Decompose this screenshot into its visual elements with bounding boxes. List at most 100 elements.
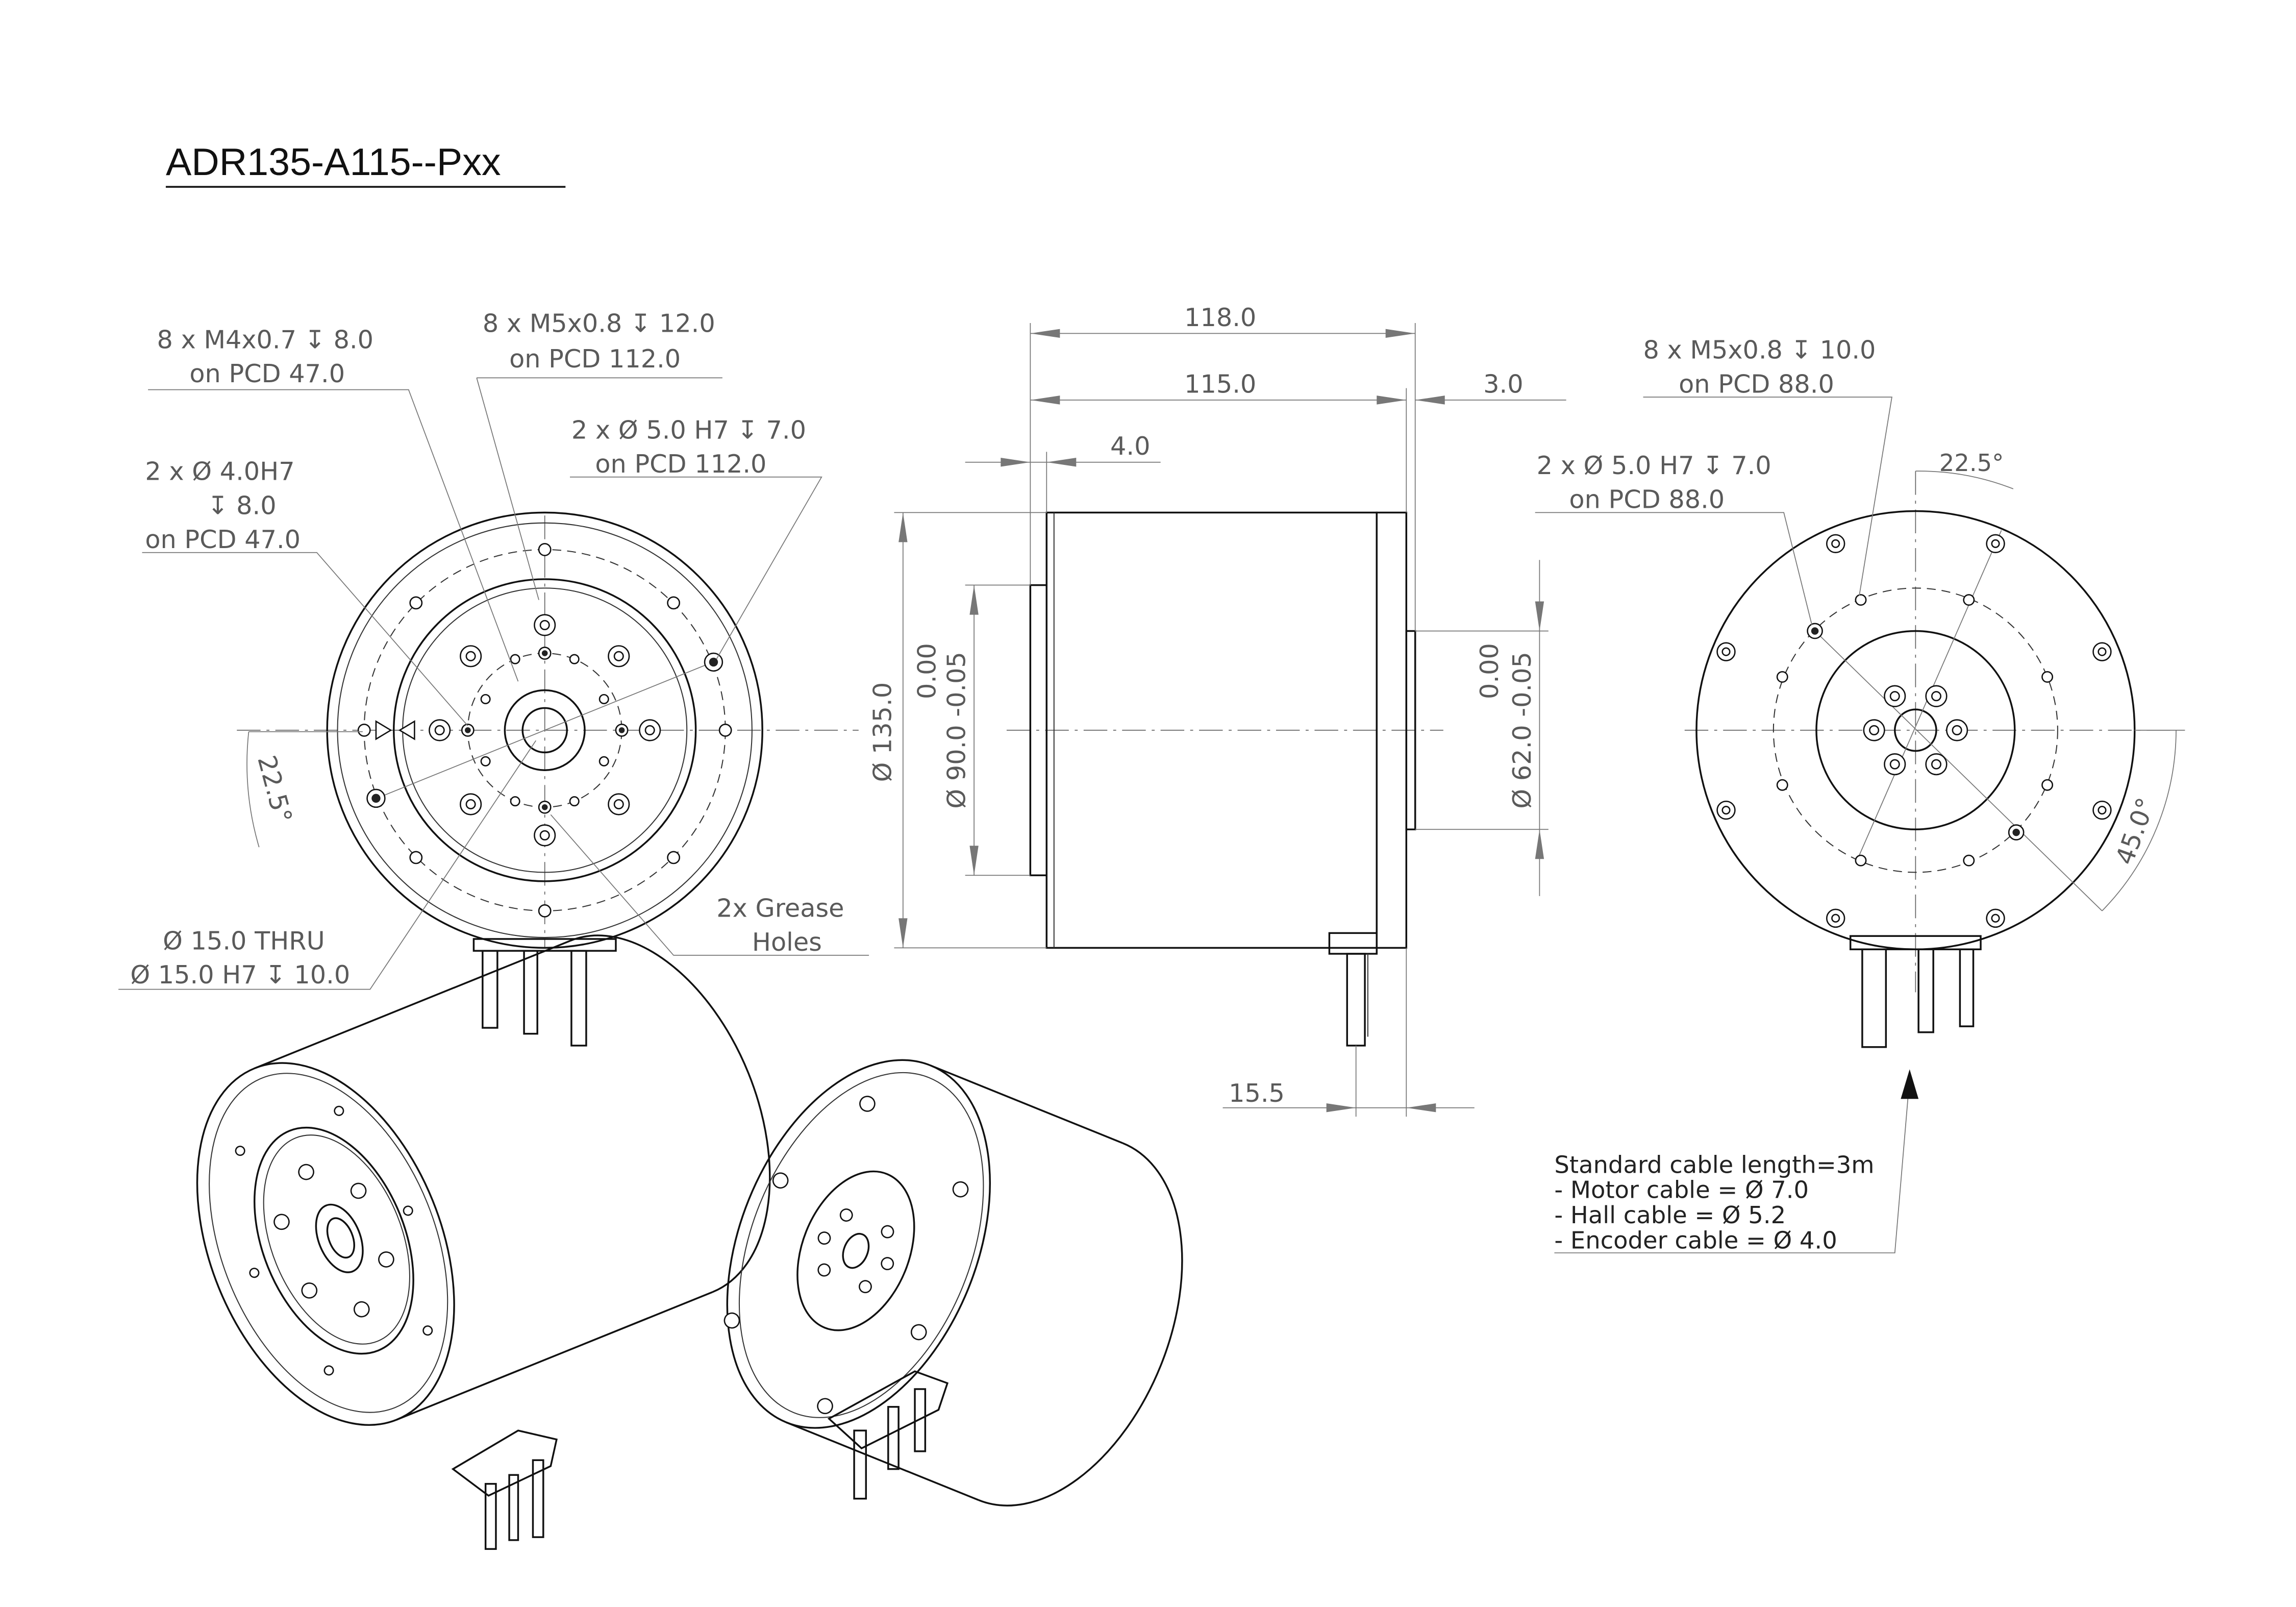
rear-outer-bolt [1721,647,1731,656]
iso2-body-top [930,1065,1124,1144]
front-m5-hole [718,723,732,737]
rear-outer-bolt [1831,913,1840,923]
iso1-hole [403,1205,413,1216]
note-m4-line1: 8 x M4x0.7 ↧ 8.0 [157,325,374,354]
rear-hub-hole [1889,759,1900,770]
front-outer-circle [326,511,763,949]
note-bore-line2: Ø 15.0 H7 ↧ 10.0 [130,960,350,990]
rear-note-dowel-line1: 2 x Ø 5.0 H7 ↧ 7.0 [1537,451,1771,480]
iso2-hole [881,1257,894,1271]
front-m5-hole [667,851,681,864]
iso1-cables [451,1429,558,1550]
iso2-hub [796,1170,915,1331]
front-diag-1 [372,660,717,801]
arrowhead [1535,601,1544,631]
isometric-view-front [196,934,771,1426]
side-cable-block [1328,932,1378,955]
rear-hub-hole [1889,691,1900,702]
leader-grease [550,814,869,956]
iso2-body-bottom [786,1421,979,1501]
front-cable-hall [523,950,538,1035]
iso2-body-back [978,1142,1183,1506]
iso2-hole [817,1231,831,1245]
iso1-bolt [301,1282,318,1299]
rear-pcd-88 [1773,587,2058,873]
front-m5-hole [409,851,423,864]
arrowhead [1385,329,1415,338]
front-m5-hole [357,723,371,737]
rear-view [1535,397,2185,1253]
rear-cable-base [1849,935,1982,951]
iso1-face-ring [209,1073,448,1413]
rear-note-m5-line1: 8 x M5x0.8 ↧ 10.0 [1643,335,1876,365]
front-hub-circle [504,689,586,771]
dim-90-label: Ø 90.0 -0.05 [942,652,971,809]
iso1-hole [422,1325,433,1336]
front-grease-mark [541,804,548,810]
iso2-face-ring [738,1072,984,1418]
rear-outer-bolt [1721,805,1731,815]
rear-m5-hole [1776,779,1788,791]
front-cable-encoder [570,950,587,1047]
front-m5-hole [538,904,552,918]
note-grease-line1: 2x Grease [716,893,844,923]
rear-outer-bolt [2098,805,2107,815]
front-m5-hole [667,596,681,610]
arrowhead [1046,458,1077,467]
iso1-cable [484,1482,497,1550]
iso2-bolt [910,1324,927,1341]
dim-118-label: 118.0 [1184,303,1256,332]
rear-hub-hole [1931,691,1941,702]
note-m4-line2: on PCD 47.0 [189,359,345,388]
front-m4-hole [598,694,609,704]
rear-angle-top [1915,471,2014,489]
rear-leader-dowel [1535,512,1813,626]
leader-bore [118,740,537,990]
iso2-hole [881,1225,894,1239]
rear-hub-hole [1952,725,1962,735]
front-marker-triangle [398,720,415,740]
angle-arc-front [246,731,260,848]
front-m5-hole [409,596,423,610]
rear-leader-m5 [1643,397,1892,596]
iso1-bolt [378,1251,394,1268]
arrowhead [1415,395,1445,405]
front-m4-hole [510,654,520,664]
rear-dowel-mark [1811,627,1819,635]
dim-90-tol: 0.00 [912,643,942,699]
iso1-hole [323,1365,334,1376]
leader-m4 [148,389,519,682]
arrowhead [899,918,908,948]
iso1-bolt [353,1301,370,1318]
dim-4-label: 4.0 [1110,431,1150,461]
front-marker-triangle [375,720,392,740]
iso1-hub [315,1203,364,1273]
side-rear-spigot [1405,630,1416,831]
rear-hub-hole [1869,725,1880,735]
iso1-bore [326,1217,355,1259]
cable-note-leader [1554,1078,1910,1253]
iso2-hole [859,1280,872,1294]
front-flange-bolt [613,799,624,809]
dim-62-label: Ø 62.0 -0.05 [1507,652,1537,809]
arrowhead [1377,395,1407,405]
angle-front-label: 22.5° [252,752,298,826]
front-m5-hole [538,543,552,556]
iso2-cable [853,1429,867,1500]
leader-dowel-inner [142,552,468,726]
front-view [118,377,869,1047]
rear-cable-hall [1917,948,1934,1033]
iso2-hole [817,1263,831,1277]
iso2-bolt [817,1398,833,1415]
cable-note-line3: - Hall cable = Ø 5.2 [1554,1201,1786,1229]
front-inner-dowel-mark [465,727,471,733]
iso1-flange-ring [263,1134,410,1345]
front-bore-circle [521,707,568,754]
rear-hub-hole [1931,759,1941,770]
rear-m5-hole [1855,854,1867,867]
iso1-hole [334,1105,344,1116]
cable-note-line2: - Motor cable = Ø 7.0 [1554,1176,1809,1204]
rear-angle-right-label: 45.0° [2110,794,2161,869]
rear-outer-bolt [2098,647,2107,656]
iso2-bolt [859,1096,876,1112]
